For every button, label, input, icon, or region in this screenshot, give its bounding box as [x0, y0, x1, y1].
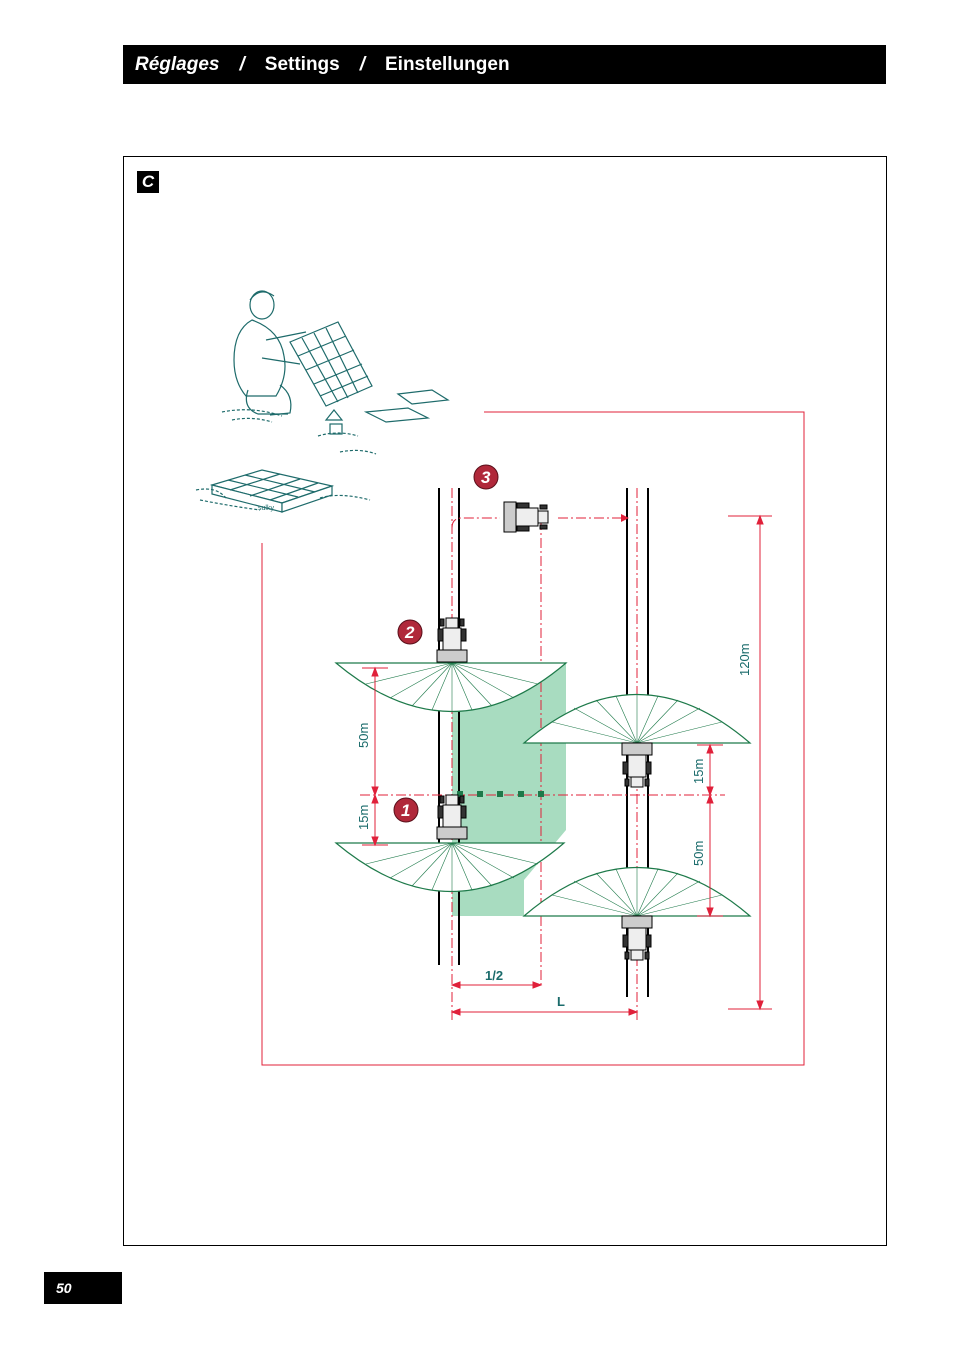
spread-fan-right-top — [522, 694, 752, 744]
spread-fan-right-bottom — [522, 867, 752, 917]
step-badge-2: 2 — [397, 619, 423, 645]
tractor-2 — [436, 617, 468, 663]
spread-fan-left-bottom — [334, 842, 566, 892]
spread-fan-left-top — [334, 662, 568, 712]
label-50m-right: 50m — [691, 841, 706, 866]
sample-tray-ground: sulky — [195, 389, 450, 513]
tray-markers — [457, 791, 544, 797]
section-badge: C — [137, 171, 159, 193]
label-full-width: L — [557, 994, 565, 1009]
svg-text:1: 1 — [401, 801, 410, 820]
label-120m: 120m — [737, 643, 752, 676]
tray-brand-label: sulky — [258, 505, 274, 512]
step-badge-1: 1 — [393, 797, 419, 823]
field-boundary — [261, 411, 805, 1066]
farmer-illustration — [221, 290, 377, 455]
page-number: 50 — [44, 1272, 122, 1304]
tractor-3 — [503, 501, 549, 533]
title-en: Settings — [264, 53, 340, 75]
figure-frame — [123, 156, 887, 1246]
label-15m-left: 15m — [356, 805, 371, 830]
label-50m-left: 50m — [356, 723, 371, 748]
title-de: Einstellungen — [385, 53, 510, 75]
title-separator: / — [359, 53, 365, 75]
title-fr: Réglages — [135, 53, 220, 75]
title-separator: / — [239, 53, 245, 75]
tractor-4 — [621, 742, 653, 788]
dimension-lines — [362, 514, 772, 1016]
tractor-1 — [436, 794, 468, 840]
label-half-width: 1/2 — [485, 968, 503, 983]
sample-tray-held — [289, 321, 373, 407]
header-bar: Réglages / Settings / Einstellungen — [123, 45, 886, 84]
svg-text:3: 3 — [481, 468, 491, 487]
step-badge-3: 3 — [473, 464, 499, 490]
label-15m-right: 15m — [691, 759, 706, 784]
svg-text:2: 2 — [404, 623, 415, 642]
tractor-5 — [621, 915, 653, 961]
